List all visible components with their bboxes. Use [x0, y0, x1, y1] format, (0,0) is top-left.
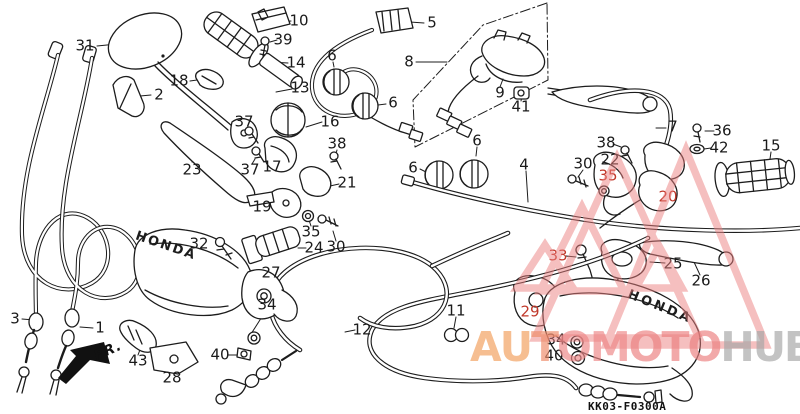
throttle-grip — [199, 6, 309, 97]
part-number-label: 13 — [290, 78, 310, 97]
part-number-label: 41 — [511, 97, 531, 116]
part-number-label: 33 — [548, 246, 568, 265]
part-number-label: 4 — [519, 155, 529, 174]
part-number-label: 2 — [154, 85, 164, 104]
detail-box — [413, 3, 548, 147]
part-number-label: 22 — [600, 150, 620, 169]
part-number-label: 37 — [234, 112, 254, 131]
part-number-label: 38 — [327, 134, 347, 153]
part-number-label: 3 — [10, 309, 20, 328]
fr-arrow — [58, 342, 110, 384]
throttle-cables-right — [401, 91, 800, 231]
part-number-label: 28 — [162, 368, 182, 387]
part-number-label: 27 — [261, 263, 281, 282]
part-number-label: 15 — [761, 136, 781, 155]
part-number-label: 18 — [169, 71, 189, 90]
part-number-label: 9 — [495, 83, 505, 102]
part-number-label: 25 — [663, 254, 683, 273]
part-number-label: 6 — [408, 158, 418, 177]
part-number-label: 11 — [446, 301, 466, 320]
left-switch-parts — [241, 211, 338, 265]
part-number-label: 42 — [709, 138, 729, 157]
part-number-label: 6 — [388, 93, 398, 112]
part-number-label: 34 — [257, 295, 277, 314]
part-number-label: 30 — [573, 154, 593, 173]
lever-bracket — [245, 103, 341, 172]
cable-clamps — [323, 69, 488, 189]
left-hand-guard — [120, 229, 297, 374]
part-number-label: 34 — [546, 330, 566, 349]
part-number-label: 37 — [240, 160, 260, 179]
part-number-label: 6 — [472, 131, 482, 150]
bottom-throttle-cable — [369, 238, 662, 403]
part-number-label: 26 — [691, 271, 711, 290]
part-number-label: 39 — [273, 30, 293, 49]
part-number-label: 21 — [337, 173, 357, 192]
part-number-label: 31 — [75, 36, 95, 55]
clutch-lever-assembly — [161, 69, 331, 217]
part-number-label: 17 — [262, 157, 282, 176]
left-grip — [713, 155, 796, 197]
part-number-label: 20 — [658, 187, 678, 206]
part-number-label: 43 — [128, 351, 148, 370]
part-number-label: 5 — [427, 13, 437, 32]
clutch-cables — [17, 41, 140, 395]
part-number-label: 29 — [520, 302, 540, 321]
part-number-label: 14 — [286, 53, 306, 72]
part-code: KK03-F0300A — [588, 400, 667, 413]
kill-switch — [252, 7, 290, 56]
part-number-label: 40 — [210, 345, 230, 364]
part-number-label: 35 — [301, 222, 321, 241]
clutch-cable-12 — [216, 233, 508, 404]
part-number-label: 7 — [668, 117, 678, 136]
right-perch-assembly — [568, 124, 704, 228]
part-number-label: 40 — [544, 346, 564, 365]
switch-housing-9 — [436, 30, 544, 137]
part-number-label: 24 — [304, 238, 324, 257]
part-number-label: 38 — [596, 133, 616, 152]
part-number-label: 10 — [289, 11, 309, 30]
part-number-label: 36 — [712, 121, 732, 140]
right-hand-guard — [514, 276, 701, 401]
mirror-assembly — [100, 3, 257, 148]
part-number-label: 8 — [404, 52, 414, 71]
part-number-label: 16 — [320, 112, 340, 131]
part-number-label: 12 — [352, 320, 372, 339]
part-number-label: 1 — [95, 318, 105, 337]
part-number-label: 32 — [189, 234, 209, 253]
part-number-label: 23 — [182, 160, 202, 179]
part-number-label: 19 — [252, 197, 272, 216]
part-number-label: 30 — [326, 237, 346, 256]
part-number-label: 6 — [327, 46, 337, 65]
part-number-label: 35 — [598, 166, 618, 185]
harness-connector — [312, 8, 423, 142]
